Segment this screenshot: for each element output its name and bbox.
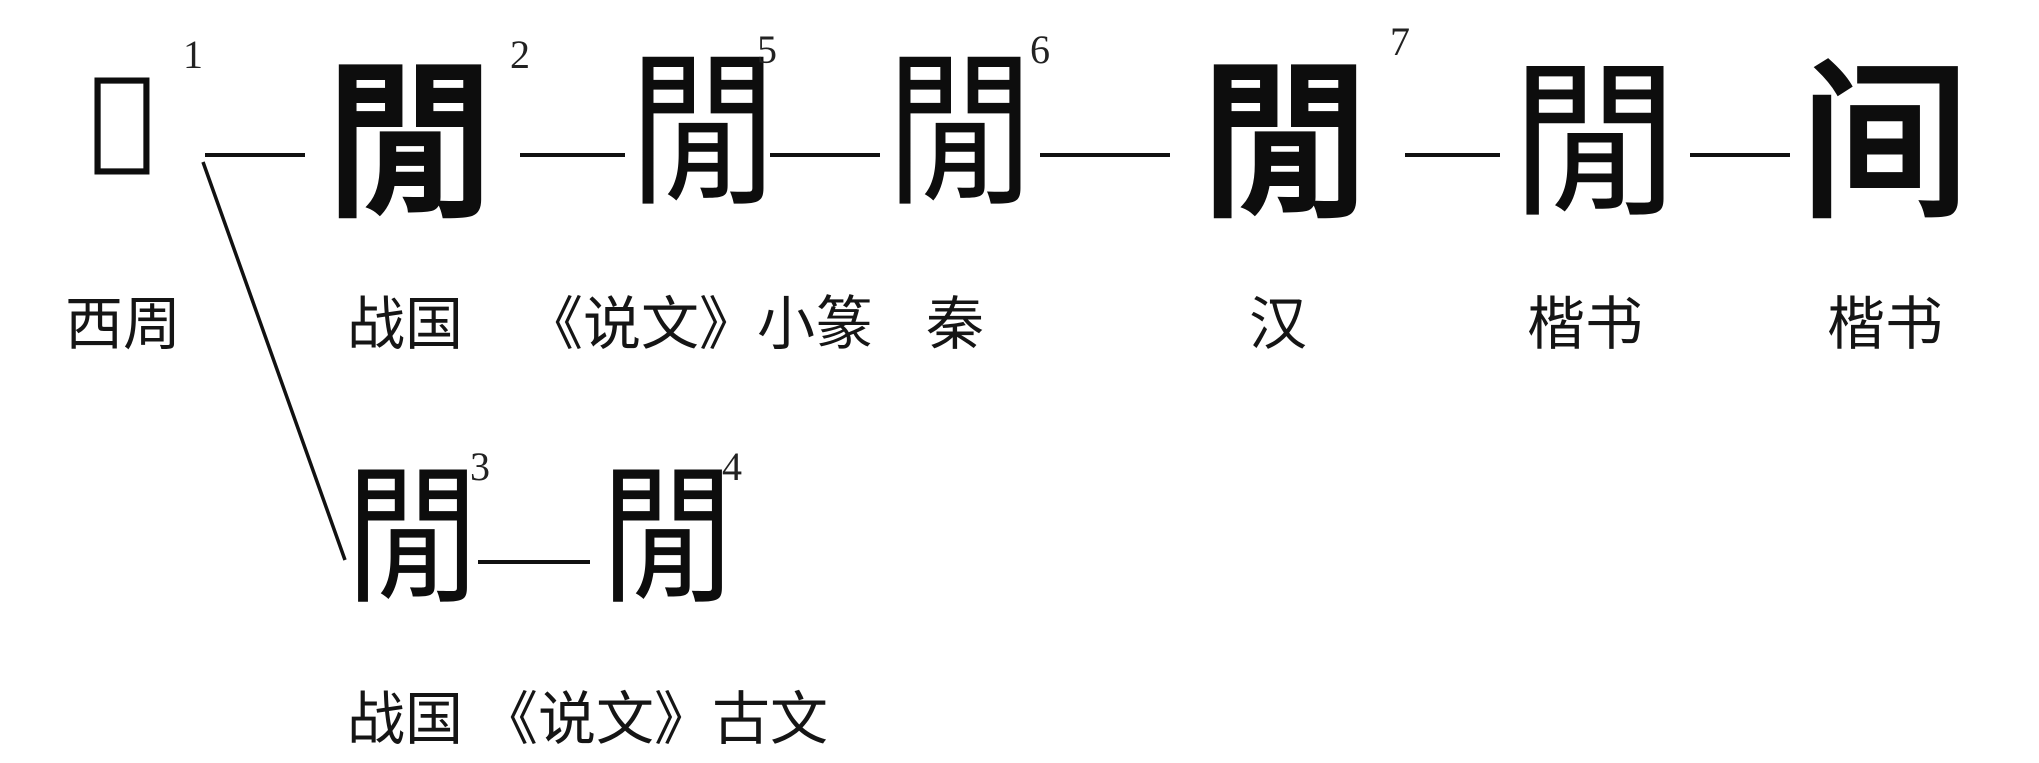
period-label-2: 战国 bbox=[346, 290, 463, 358]
glyph-number-1: 1 bbox=[183, 32, 203, 77]
glyph-6: 閒 bbox=[885, 35, 1036, 231]
period-label-3: 战国 bbox=[346, 685, 463, 753]
period-label-1: 西周 bbox=[64, 290, 181, 358]
period-label-7: 汉 bbox=[1248, 290, 1307, 358]
glyph-8: 閒 bbox=[1509, 44, 1680, 242]
glyph-number-6: 6 bbox=[1030, 27, 1050, 72]
glyph-9: 间 bbox=[1799, 43, 1970, 243]
period-label-4: 《说文》古文 bbox=[480, 685, 829, 753]
period-label-9: 楷书 bbox=[1826, 290, 1943, 358]
glyph-number-5: 5 bbox=[757, 27, 777, 72]
glyph-3: 閒 bbox=[345, 449, 480, 626]
glyph-7: 閒 bbox=[1199, 43, 1370, 243]
period-label-8: 楷书 bbox=[1526, 290, 1643, 358]
glyph-2: 閒 bbox=[324, 43, 495, 243]
glyph-number-4: 4 bbox=[722, 444, 742, 489]
connector-1-3 bbox=[201, 161, 347, 561]
period-label-6: 秦 bbox=[925, 290, 984, 358]
glyph-5: 閒 bbox=[628, 35, 779, 231]
glyph-number-2: 2 bbox=[510, 32, 530, 77]
glyph-4: 閒 bbox=[600, 449, 735, 626]
glyph-number-3: 3 bbox=[470, 444, 490, 489]
period-label-5: 《说文》小篆 bbox=[525, 290, 874, 358]
glyph-1: 𦖞 bbox=[88, 53, 155, 181]
glyph-number-7: 7 bbox=[1390, 19, 1410, 64]
